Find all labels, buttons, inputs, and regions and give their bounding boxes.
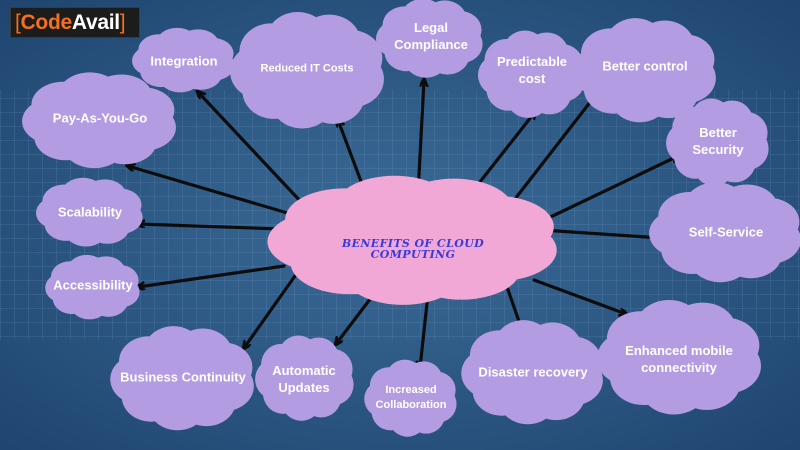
label-legal-compliance: Legal Compliance <box>394 20 468 52</box>
cloud-self-service <box>649 182 800 283</box>
label-business-continuity: Business Continuity <box>120 369 246 385</box>
center-title: BENEFITS OF CLOUD COMPUTING <box>342 238 484 260</box>
label-reduced-it-costs: Reduced IT Costs <box>260 62 354 75</box>
label-scalability: Scalability <box>57 204 123 220</box>
arrow-to-pay-as-you-go <box>128 166 320 224</box>
arrow-to-self-service <box>540 228 661 238</box>
cloud-accessibility <box>45 254 140 320</box>
arrow-to-predictable-cost <box>470 112 535 194</box>
cloud-increased-collaboration <box>364 359 457 437</box>
center-title-line2: COMPUTING <box>370 248 456 261</box>
arrow-to-business-continuity <box>244 264 304 348</box>
arrow-to-legal-compliance <box>416 80 424 196</box>
arrow-to-integration <box>198 92 320 222</box>
label-automatic-updates: Automatic Updates <box>272 363 336 395</box>
logo-bracket-open: [ <box>15 11 21 34</box>
cloud-business-continuity <box>110 326 254 431</box>
center-title-line1: BENEFITS OF CLOUD <box>341 237 485 250</box>
label-better-security: Better Security <box>692 125 744 157</box>
label-predictable-cost: Predictable cost <box>496 54 568 86</box>
codeavail-logo: [CodeAvail] <box>10 7 140 38</box>
label-pay-as-you-go: Pay-As-You-Go <box>52 110 148 126</box>
arrows-layer <box>128 80 678 368</box>
logo-avail-text: Avail <box>71 11 120 34</box>
arrow-to-accessibility <box>138 264 286 287</box>
label-self-service: Self-Service <box>688 224 764 240</box>
arrow-to-better-security <box>538 156 678 224</box>
cloud-enhanced-mobile <box>596 300 761 415</box>
clouds-layer <box>22 0 800 437</box>
cloud-legal-compliance <box>375 0 483 78</box>
label-disaster-recovery: Disaster recovery <box>478 364 588 380</box>
cloud-reduced-it-costs <box>230 11 384 129</box>
cloud-scalability <box>35 177 143 247</box>
logo-code-text: Code <box>20 11 73 34</box>
cloud-integration <box>132 27 235 93</box>
logo-bracket-close: ] <box>119 11 126 34</box>
cloud-better-security <box>666 98 769 186</box>
label-increased-collaboration: Increased Collaboration <box>375 384 447 411</box>
cloud-predictable-cost <box>477 30 585 118</box>
cloud-pay-as-you-go <box>22 72 176 169</box>
cloud-automatic-updates <box>255 335 354 421</box>
cloud-better-control <box>572 18 716 123</box>
arrow-to-enhanced-mobile <box>532 278 626 314</box>
center-cloud-layer <box>267 175 557 305</box>
label-integration: Integration <box>150 53 218 69</box>
label-enhanced-mobile-connectivity: Enhanced mobile connectivity <box>625 343 733 375</box>
label-accessibility: Accessibility <box>53 277 133 293</box>
label-better-control: Better control <box>602 58 688 74</box>
arrow-to-increased-collaboration <box>420 292 430 368</box>
arrow-to-better-control <box>506 92 598 210</box>
cloud-disaster-recovery <box>461 320 603 425</box>
center-cloud <box>267 175 557 305</box>
